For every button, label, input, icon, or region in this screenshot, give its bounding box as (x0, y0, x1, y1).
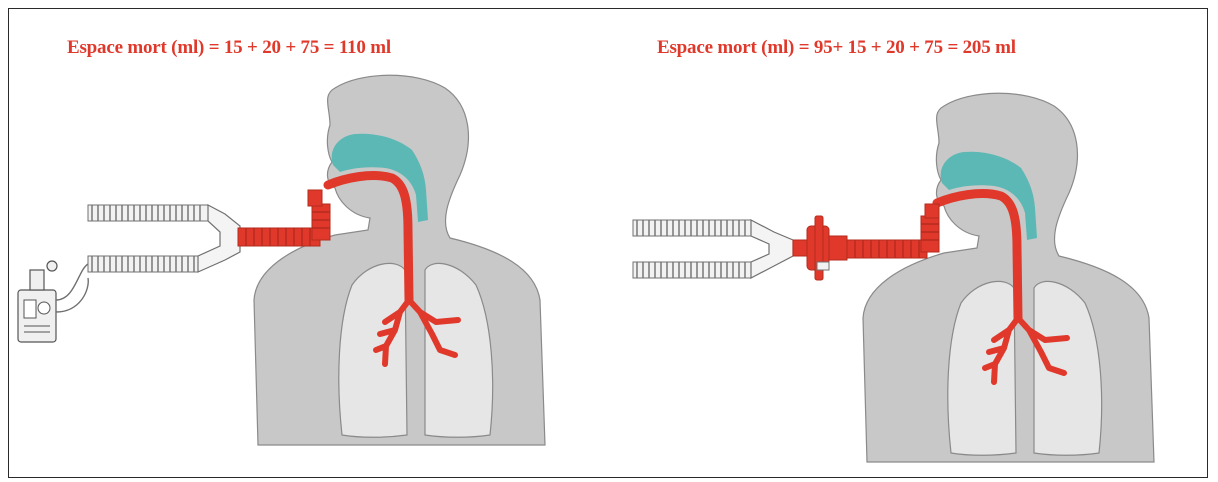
y-piece-icon (751, 220, 793, 278)
corrugated-tube-icon (88, 205, 208, 272)
extension-tube (238, 190, 330, 246)
extension-tube (847, 204, 939, 258)
corrugated-tube-icon (633, 220, 751, 278)
hme-filter-icon (793, 216, 847, 280)
ventilator-icon (18, 261, 88, 342)
diagram-without-filter (0, 0, 600, 482)
diagram-with-filter (609, 0, 1209, 482)
